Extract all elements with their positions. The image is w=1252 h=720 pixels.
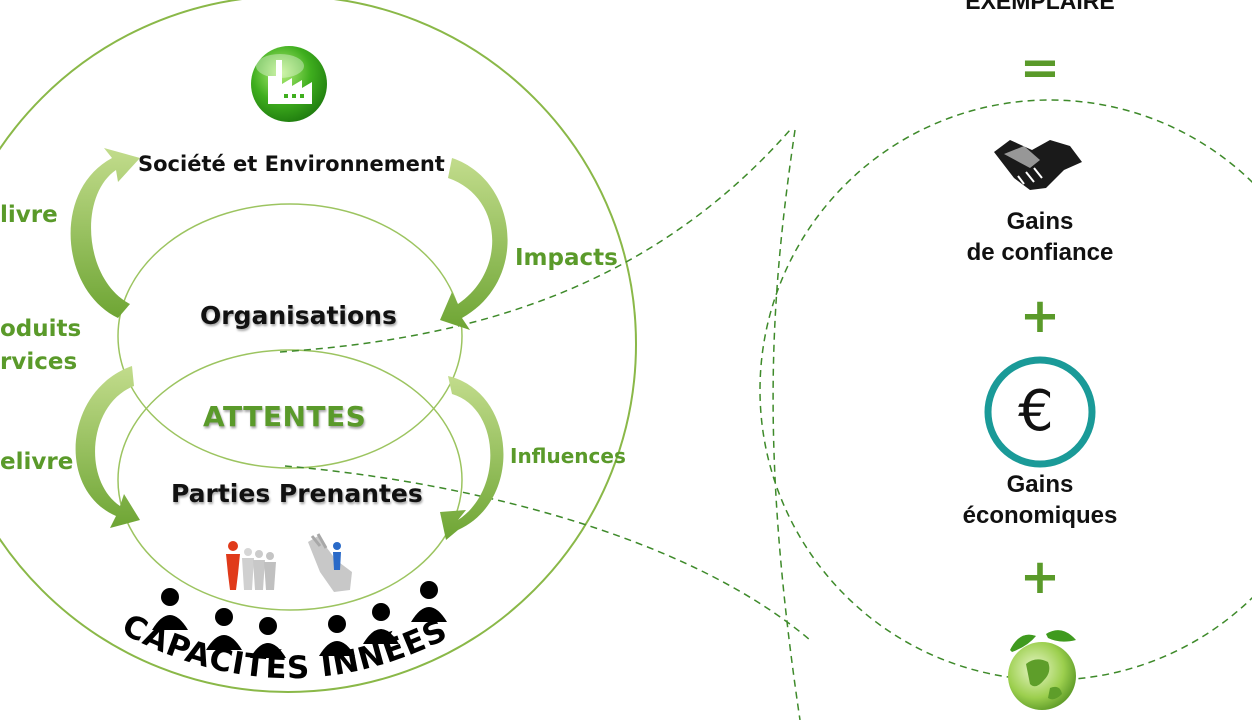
gains-confiance-line2: de confiance [966,239,1114,266]
parties-prenantes-label: Parties Prenantes [171,479,423,508]
euro-ring [984,356,1096,468]
equals-sign: = [1019,40,1061,96]
edge-label-impacts: Impacts [515,245,618,271]
parties-prenantes-circle [117,349,463,611]
edge-label-produits: oduits [0,316,82,342]
green-globe-icon [1008,630,1076,710]
person-silhouette-icon [152,581,447,658]
dashed-connector-top [279,129,791,353]
gains-economiques-line1: Gains [1006,471,1074,498]
plus-sign-2: + [1019,549,1061,605]
societe-environnement-label: Société et Environnement [138,152,445,176]
people-group-icon [226,541,276,590]
euro-icon: € [1018,379,1054,444]
right-panel-title: EXEMPLAIRE [965,0,1115,14]
edge-label-delivre: elivre [0,449,74,475]
arrow-right-top [440,158,508,330]
organisations-circle [117,203,463,469]
arrow-left-top [70,148,140,318]
handshake-icon [994,140,1082,190]
attentes-label: ATTENTES [203,400,367,433]
dashed-connector-bottom [284,465,811,641]
factory-icon [251,46,327,122]
dashed-connector-vertical [772,129,801,720]
outer-circle [0,0,637,693]
edge-label-influences: Influences [510,444,626,468]
arrow-right-bottom [440,376,504,540]
gains-economiques-line2: économiques [962,502,1118,529]
arrow-left-bottom [75,366,140,528]
edge-label-livre: livre [0,202,58,228]
organisations-label: Organisations [200,301,397,330]
hand-person-icon [308,533,352,592]
gains-confiance-line1: Gains [1006,208,1074,235]
edge-label-services: rvices [0,349,78,375]
plus-sign-1: + [1019,288,1061,344]
